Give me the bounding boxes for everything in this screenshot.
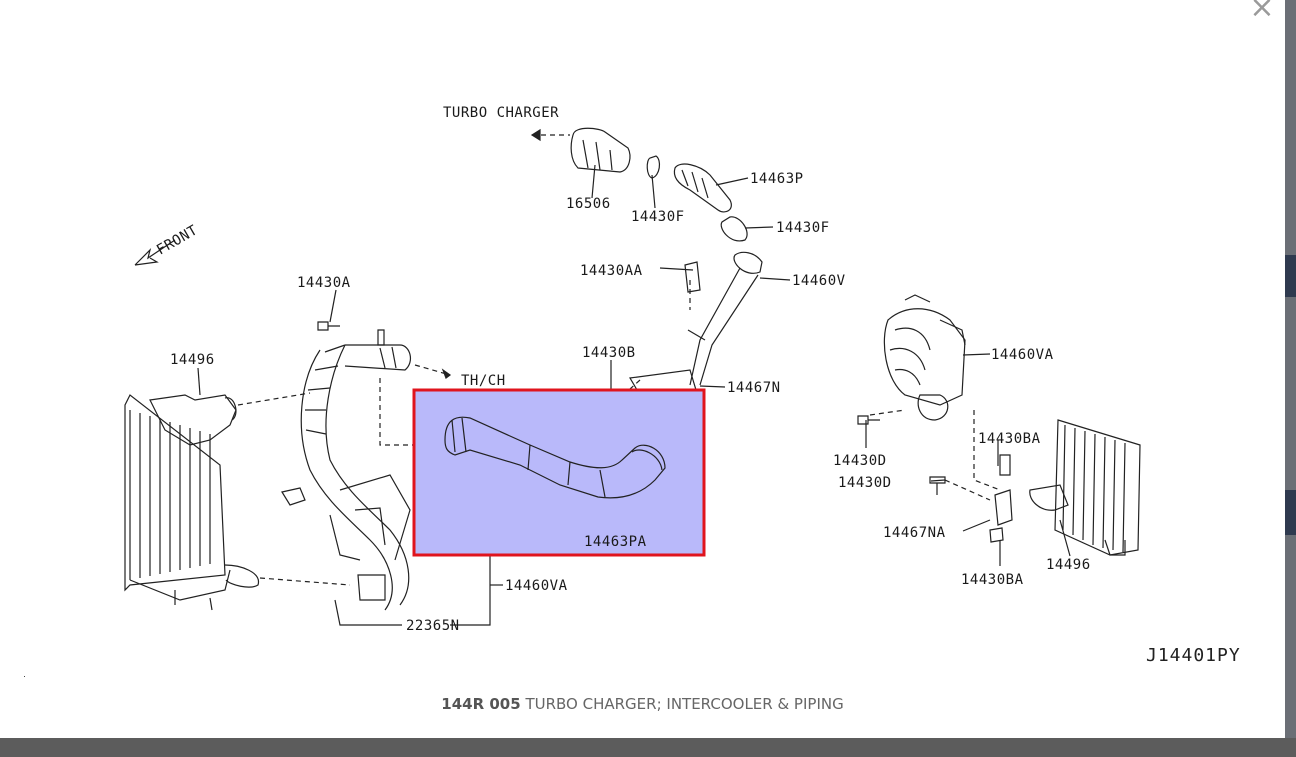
label-turbo-charger: TURBO CHARGER xyxy=(443,105,559,121)
label-14430F-b: 14430F xyxy=(776,220,830,236)
parts-diagram-modal: TURBO CHARGER FRONT 16506 14430F 14463P … xyxy=(0,0,1285,738)
label-14460VA-left: 14460VA xyxy=(505,578,568,594)
label-14430B: 14430B xyxy=(582,345,636,361)
label-14430D-b: 14430D xyxy=(838,475,892,491)
label-14496-left: 14496 xyxy=(170,352,215,368)
label-14463PA[interactable]: 14463PA xyxy=(584,534,647,550)
caption-code: 144R 005 xyxy=(441,695,521,713)
diagram-id: J14401PY xyxy=(1146,645,1241,666)
stray-dot xyxy=(24,676,25,677)
label-front: FRONT xyxy=(154,222,201,258)
label-14430AA: 14430AA xyxy=(580,263,643,279)
caption-title: TURBO CHARGER; INTERCOOLER & PIPING xyxy=(525,695,844,713)
label-14467N: 14467N xyxy=(727,380,781,396)
label-14430A: 14430A xyxy=(297,275,351,291)
parts-diagram: TURBO CHARGER FRONT 16506 14430F 14463P … xyxy=(124,105,1141,634)
background-tab-1 xyxy=(1285,255,1296,297)
backdrop-bottom xyxy=(0,738,1296,757)
label-14430D-a: 14430D xyxy=(833,453,887,469)
backdrop-page-edge xyxy=(1285,0,1296,740)
label-th-ch: TH/CH xyxy=(461,373,506,389)
label-16506: 16506 xyxy=(566,196,611,212)
label-14463P: 14463P xyxy=(750,171,804,187)
label-14460VA-right: 14460VA xyxy=(991,347,1054,363)
close-icon[interactable]: × xyxy=(1249,0,1275,25)
label-14430F-a: 14430F xyxy=(631,209,685,225)
label-14430BA-top: 14430BA xyxy=(978,431,1041,447)
label-14430BA-bottom: 14430BA xyxy=(961,572,1024,588)
background-tab-2 xyxy=(1285,490,1296,535)
label-14496-right: 14496 xyxy=(1046,557,1091,573)
label-22365N: 22365N xyxy=(406,618,460,634)
label-14460V: 14460V xyxy=(792,273,846,289)
diagram-caption: 144R 005 TURBO CHARGER; INTERCOOLER & PI… xyxy=(0,695,1285,713)
label-14467NA: 14467NA xyxy=(883,525,946,541)
